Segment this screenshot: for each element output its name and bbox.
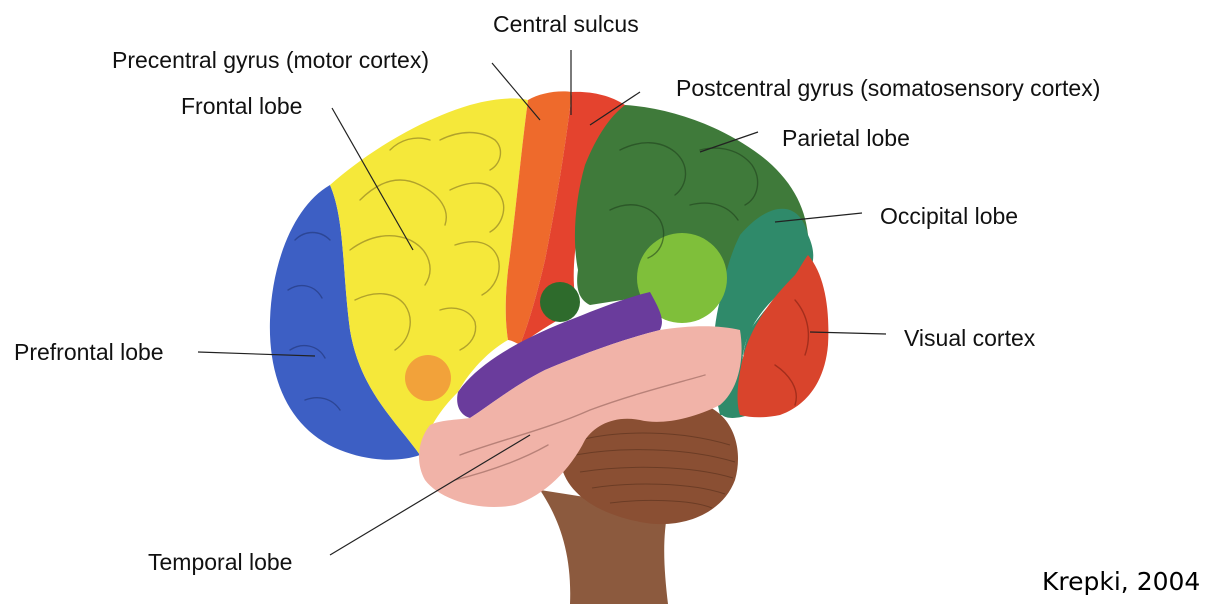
- label-postcentral-gyrus: Postcentral gyrus (somatosensory cortex): [676, 75, 1100, 101]
- label-precentral-gyrus: Precentral gyrus (motor cortex): [112, 47, 429, 73]
- light-green-area: [637, 233, 727, 323]
- label-visual-cortex: Visual cortex: [904, 325, 1036, 351]
- leader-occipital-lobe: [774, 212, 863, 223]
- small-green-spot: [540, 282, 580, 322]
- leader-temporal-lobe: [329, 434, 531, 556]
- temporal-sulci: [454, 374, 706, 481]
- prefrontal-sulci: [287, 231, 341, 411]
- leader-precentral-gyrus: [491, 62, 541, 121]
- label-leader-lines: [197, 50, 887, 556]
- label-occipital-lobe: Occipital lobe: [880, 203, 1018, 229]
- label-temporal-lobe: Temporal lobe: [148, 549, 292, 575]
- label-frontal-lobe: Frontal lobe: [181, 93, 302, 119]
- label-central-sulcus: Central sulcus: [493, 11, 639, 37]
- prefrontal-lobe-region: [269, 185, 420, 460]
- visual-sulci: [774, 299, 810, 406]
- credit-text: Krepki, 2004: [1042, 567, 1200, 596]
- purple-band-region: [457, 292, 662, 418]
- leader-visual-cortex: [809, 331, 887, 335]
- visual-cortex-region: [737, 255, 829, 418]
- parietal-sulci: [609, 142, 759, 259]
- leader-postcentral-gyrus: [589, 91, 641, 126]
- precentral-gyrus-region: [505, 91, 572, 345]
- orange-spot: [405, 355, 451, 401]
- label-parietal-lobe: Parietal lobe: [782, 125, 910, 151]
- label-prefrontal-lobe: Prefrontal lobe: [14, 339, 164, 365]
- cerebellum-folds: [574, 432, 736, 509]
- leader-prefrontal-lobe: [197, 351, 316, 357]
- leader-parietal-lobe: [699, 131, 759, 153]
- cerebellum-region: [560, 401, 738, 525]
- leader-frontal-lobe: [331, 107, 414, 251]
- temporal-lobe-region: [418, 326, 742, 508]
